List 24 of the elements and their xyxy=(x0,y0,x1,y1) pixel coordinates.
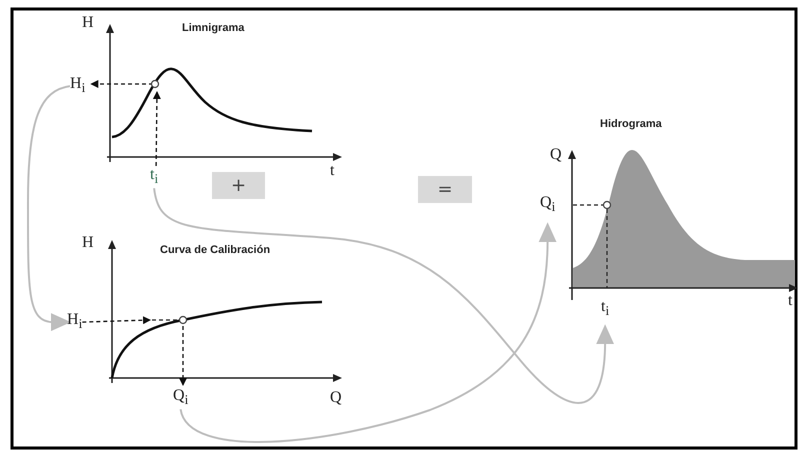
axis-label: Q xyxy=(550,146,562,164)
operator-box: = xyxy=(418,176,472,203)
axis-label: H xyxy=(82,234,94,252)
dashed-arrow xyxy=(90,80,153,88)
axis-value-label: t$_{i}$ xyxy=(601,298,610,320)
chart-title: Curva de Calibración xyxy=(160,243,270,258)
curved-arrow xyxy=(27,85,71,331)
axis-label: t xyxy=(330,162,334,180)
chart-title: Limnigrama xyxy=(182,21,244,36)
axis-value-label: H$_{i}$ xyxy=(70,75,86,98)
axis-value-label: Q$_{i}$ xyxy=(173,387,188,410)
operator-box: + xyxy=(212,172,265,199)
dashed-arrow xyxy=(179,326,187,386)
axis-value-label: Q$_{i}$ xyxy=(540,194,556,216)
curved-arrow xyxy=(180,222,557,443)
curved-arrow xyxy=(153,188,614,404)
chart-title: Hidrograma xyxy=(600,117,662,132)
axis-label: H xyxy=(82,14,94,32)
dashed-arrow xyxy=(82,316,151,324)
axis-label: t xyxy=(788,292,792,310)
axis-value-label: H$_{i}$ xyxy=(67,311,82,334)
axis-value-label: t$_{i}$ xyxy=(150,166,158,188)
dashed-arrow xyxy=(152,91,161,166)
axis-label: Q xyxy=(330,389,342,407)
